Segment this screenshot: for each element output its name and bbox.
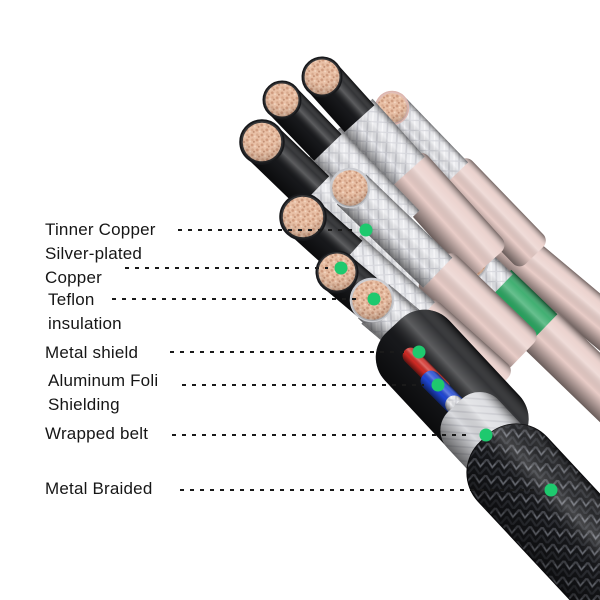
callout-dot-tinner-copper	[359, 223, 373, 237]
leader-lines	[112, 229, 537, 491]
label-teflon-insulation: Teflon insulation	[48, 290, 122, 333]
label-aluminum-foli-shielding: Aluminum Foli Shielding	[48, 371, 159, 414]
callout-dots	[334, 223, 558, 497]
label-metal-braided: Metal Braided	[45, 479, 153, 498]
wire-silver-center	[329, 167, 537, 370]
callout-dot-wrapped-belt	[479, 428, 493, 442]
label-metal-shield: Metal shield	[45, 343, 139, 362]
callout-dot-metal-braided	[544, 483, 558, 497]
label-tinner-copper: Tinner Copper	[45, 220, 156, 239]
callout-dot-teflon-insulation	[367, 292, 381, 306]
wire-top-1	[301, 56, 505, 277]
label-wrapped-belt: Wrapped belt	[45, 424, 149, 443]
callout-dot-metal-shield	[412, 345, 426, 359]
callout-dot-aluminum-foli-shielding	[431, 378, 445, 392]
label-silver-plated-copper: Silver-plated Copper	[45, 244, 143, 287]
callout-dot-silver-plated-copper	[334, 261, 348, 275]
